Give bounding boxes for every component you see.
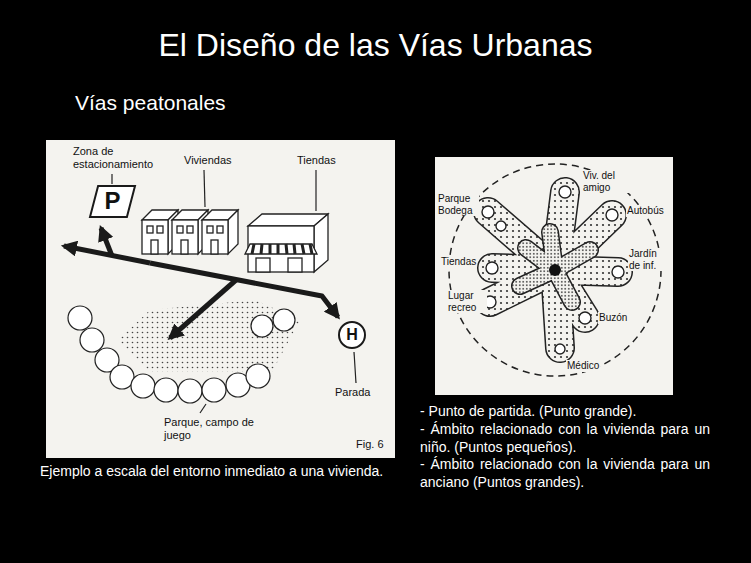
shops bbox=[245, 214, 328, 272]
sign-letter: H bbox=[346, 326, 358, 344]
leader-line bbox=[200, 404, 206, 413]
window bbox=[217, 226, 223, 233]
walkway-arrow bbox=[170, 280, 236, 338]
destination-label: Buzón bbox=[598, 312, 628, 324]
shop-side bbox=[314, 214, 328, 272]
walkway-arrow bbox=[101, 228, 112, 256]
legend-note: - Ámbito relacionado con la vivienda par… bbox=[420, 421, 710, 457]
leader-line bbox=[354, 352, 356, 383]
callout-label: Parque, campo de juego bbox=[163, 416, 255, 441]
destination-point bbox=[559, 186, 571, 198]
destination-label: Tiendas bbox=[440, 256, 477, 268]
callout-label: Tiendas bbox=[296, 154, 337, 167]
destination-point bbox=[486, 262, 498, 274]
house-front bbox=[202, 220, 228, 254]
park-area bbox=[118, 300, 300, 372]
houses bbox=[142, 210, 238, 254]
house-front bbox=[142, 220, 168, 254]
destination-point bbox=[606, 209, 618, 221]
destination-label: Lugar recreo bbox=[447, 290, 487, 313]
slide-title: El Diseño de las Vías Urbanas bbox=[0, 27, 751, 64]
legend-note: - Punto de partida. (Punto grande). bbox=[420, 403, 710, 421]
tree bbox=[80, 328, 104, 352]
legend-note: - Ámbito relacionado con la vivienda par… bbox=[420, 456, 710, 492]
door bbox=[151, 240, 158, 254]
window bbox=[157, 226, 163, 233]
tree bbox=[154, 378, 178, 402]
destination-point bbox=[612, 266, 624, 278]
destination-point bbox=[555, 344, 565, 354]
range-outline bbox=[520, 232, 590, 302]
destination-points bbox=[482, 186, 624, 354]
awning bbox=[245, 244, 317, 254]
house-side bbox=[228, 210, 238, 254]
tree bbox=[202, 378, 226, 402]
section-subtitle: Vías peatonales bbox=[75, 90, 226, 117]
tree bbox=[246, 364, 270, 388]
tree bbox=[68, 306, 92, 330]
child-range bbox=[520, 232, 590, 302]
destination-label: Parque Bodega bbox=[437, 193, 479, 216]
house-front bbox=[172, 220, 198, 254]
window bbox=[177, 226, 183, 233]
walkway-arrow bbox=[150, 263, 338, 317]
figure-panel bbox=[46, 140, 395, 458]
tree bbox=[273, 309, 295, 331]
elderly-range bbox=[488, 192, 618, 348]
door bbox=[181, 240, 188, 254]
leader-line bbox=[315, 170, 316, 211]
destination-point bbox=[482, 206, 494, 218]
walkway-arrows bbox=[64, 228, 338, 338]
tree bbox=[178, 379, 202, 403]
destination-point bbox=[579, 312, 591, 324]
destination-label: Viv. del amigo bbox=[582, 170, 630, 193]
door bbox=[211, 240, 218, 254]
awning-stripes bbox=[252, 244, 312, 254]
parking-sign: P bbox=[90, 186, 135, 217]
destination-label: Médico bbox=[566, 360, 600, 372]
window bbox=[187, 226, 193, 233]
figure-panel bbox=[435, 157, 673, 395]
tree bbox=[131, 374, 155, 398]
start-point bbox=[549, 264, 561, 276]
figure-caption: Ejemplo a escala del entorno inmediato a… bbox=[40, 463, 384, 481]
range-fill bbox=[520, 232, 590, 302]
tree bbox=[251, 315, 273, 337]
figure-number: Fig. 6 bbox=[355, 438, 385, 451]
callout-label: Viviendas bbox=[183, 154, 233, 167]
callout-label: Zona de estacionamiento bbox=[72, 145, 174, 170]
range-outline bbox=[488, 192, 618, 348]
shop-window bbox=[288, 258, 302, 272]
destination-label: Autobús bbox=[626, 205, 665, 217]
destination-point bbox=[496, 221, 506, 231]
window bbox=[147, 226, 153, 233]
sign-outline bbox=[90, 186, 135, 217]
leader-lines bbox=[112, 170, 356, 413]
leader-line bbox=[111, 174, 112, 184]
window bbox=[207, 226, 213, 233]
callout-label: Parada bbox=[334, 386, 371, 399]
range-fill bbox=[488, 192, 618, 348]
leader-line bbox=[204, 170, 205, 207]
tree bbox=[110, 365, 134, 389]
tree-row bbox=[68, 306, 295, 403]
bus-stop-sign: H bbox=[338, 321, 366, 349]
destination-label: Jardín de inf. bbox=[628, 248, 670, 271]
shop-window bbox=[256, 258, 270, 272]
sign-letter: P bbox=[104, 188, 120, 214]
